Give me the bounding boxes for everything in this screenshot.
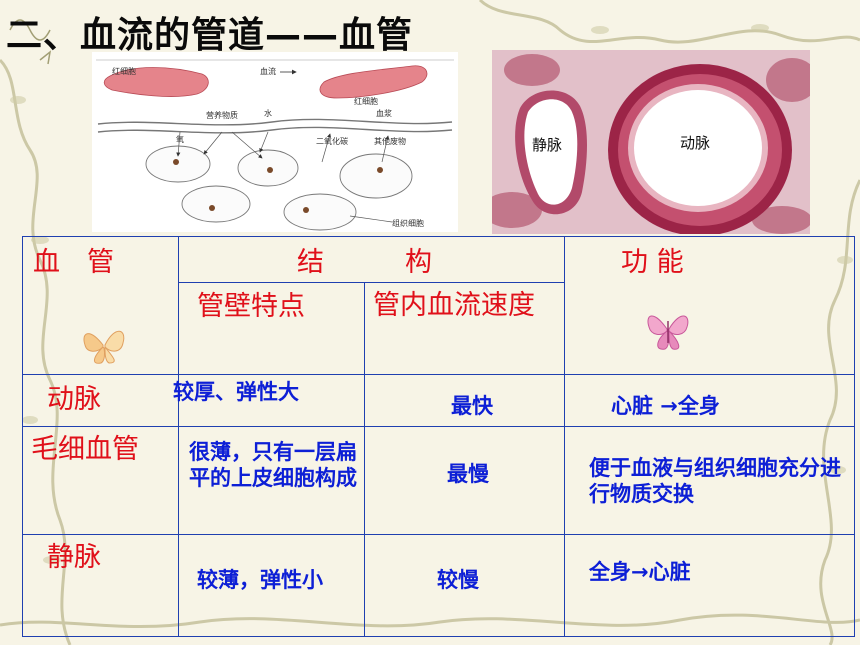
- header-vessel: 血 管: [33, 247, 114, 278]
- row-wall-cell: 较厚、弹性大: [173, 374, 365, 427]
- label-plasma: 血浆: [376, 108, 392, 118]
- label-red-cell-left: 红细胞: [112, 66, 136, 76]
- row-function-cell: 心脏 →全身: [564, 374, 855, 427]
- vessel-comparison-table: 血 管 结 构 功 能: [22, 236, 855, 637]
- row-speed-vein: 较慢: [437, 568, 479, 592]
- row-name-cell: 动脉: [22, 374, 179, 427]
- label-nutrients: 营养物质: [206, 110, 238, 120]
- header-structure: 结 构: [297, 247, 432, 278]
- label-other-waste: 其他废物: [374, 136, 406, 146]
- row-wall-vein: 较薄，弹性小: [197, 568, 323, 592]
- row-speed-capillary: 最慢: [447, 462, 489, 486]
- header-vessel-cell: 血 管: [22, 236, 179, 375]
- row-function-cell: 便于血液与组织细胞充分进行物质交换: [564, 426, 855, 535]
- table-row: 毛细血管 很薄，只有一层扁平的上皮细胞构成 最慢 便于血液与组织细胞充分进行物质…: [22, 426, 855, 535]
- artery-vein-micrograph: 静脉 动脉: [492, 50, 810, 234]
- row-speed-cell: 最快: [364, 374, 565, 427]
- row-name-cell: 静脉: [22, 534, 179, 637]
- label-vein: 静脉: [532, 136, 562, 154]
- label-tissue-cell: 组织细胞: [392, 218, 424, 228]
- butterfly-icon: [647, 315, 689, 350]
- label-red-cell-right: 红细胞: [354, 96, 378, 106]
- row-speed-artery: 最快: [451, 394, 493, 418]
- header-structure-cell: 结 构: [178, 236, 565, 283]
- row-name-artery: 动脉: [47, 384, 101, 415]
- header-function: 功 能: [621, 247, 684, 278]
- page-title: 二、血流的管道——血管: [6, 15, 414, 56]
- label-blood-flow: 血流: [260, 66, 276, 76]
- header-speed-cell: 管内血流速度: [364, 282, 565, 375]
- capillary-exchange-diagram: 红细胞 血流 红细胞 血浆 氧 营养物质 水 二氧化碳 其他废物 组织细胞: [92, 52, 458, 232]
- header-wall: 管壁特点: [197, 291, 305, 322]
- row-speed-cell: 较慢: [364, 534, 565, 637]
- row-function-cell: 全身→心脏: [564, 534, 855, 637]
- row-speed-cell: 最慢: [364, 426, 565, 535]
- row-name-cell: 毛细血管: [22, 426, 179, 535]
- header-speed: 管内血流速度: [373, 290, 535, 321]
- row-function-artery: 心脏 →全身: [611, 394, 720, 418]
- row-wall-cell: 较薄，弹性小: [178, 534, 365, 637]
- label-oxygen: 氧: [176, 134, 184, 144]
- label-artery: 动脉: [680, 134, 710, 152]
- header-function-cell: 功 能: [564, 236, 855, 375]
- row-wall-cell: 很薄，只有一层扁平的上皮细胞构成: [178, 426, 365, 535]
- row-function-capillary: 便于血液与组织细胞充分进行物质交换: [589, 456, 841, 506]
- table-row: 静脉 较薄，弹性小 较慢 全身→心脏: [22, 534, 855, 637]
- row-name-vein: 静脉: [47, 542, 101, 573]
- row-wall-artery: 较厚、弹性大: [173, 380, 299, 404]
- table-row: 动脉 较厚、弹性大 最快 心脏 →全身: [22, 374, 855, 427]
- row-name-capillary: 毛细血管: [31, 434, 139, 465]
- label-water: 水: [264, 108, 272, 118]
- row-wall-capillary: 很薄，只有一层扁平的上皮细胞构成: [189, 440, 357, 490]
- label-co2: 二氧化碳: [316, 136, 348, 146]
- butterfly-icon: [83, 330, 125, 364]
- header-wall-cell: 管壁特点: [178, 282, 365, 375]
- row-function-vein: 全身→心脏: [589, 560, 691, 584]
